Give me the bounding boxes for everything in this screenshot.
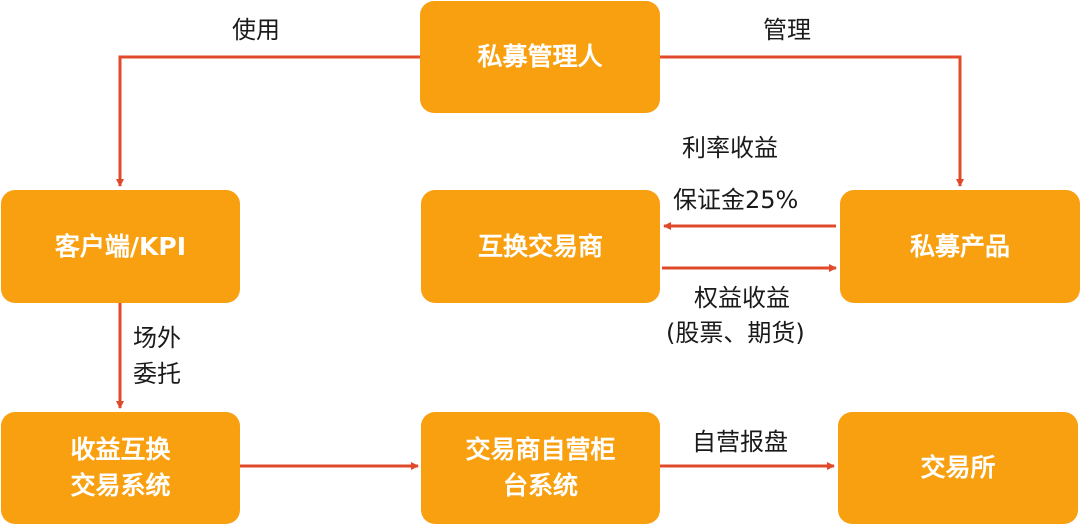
node-label: 私募管理人 <box>477 42 603 71</box>
edge-label-interest-return: 利率收益 <box>682 134 778 162</box>
edge-label-manage: 管理 <box>763 16 811 44</box>
edge-manager-to-product <box>660 55 964 187</box>
edge-label-equity-return: 权益收益 <box>694 284 790 312</box>
node-label-line2: 台系统 <box>502 471 578 500</box>
edge-label-prop-order: 自营报盘 <box>692 428 788 456</box>
edge-label-equity-detail: (股票、期货) <box>666 319 805 347</box>
edge-label-margin: 保证金25% <box>673 186 799 214</box>
node-label: 客户端/KPI <box>54 231 187 261</box>
edge-label-otc-line1: 场外 <box>133 324 181 352</box>
node-label: 私募产品 <box>909 231 1010 261</box>
node-dealer-proprietary-counter-system: 交易商自营柜 台系统 <box>421 412 660 524</box>
node-exchange: 交易所 <box>838 412 1078 524</box>
node-label-line1: 收益互换 <box>70 435 171 464</box>
node-return-swap-trading-system: 收益互换 交易系统 <box>1 412 240 524</box>
node-private-fund-product: 私募产品 <box>840 190 1080 303</box>
edge-label-use: 使用 <box>232 16 280 44</box>
node-private-fund-manager: 私募管理人 <box>420 1 660 113</box>
node-label-line1: 交易商自营柜 <box>465 435 616 464</box>
edge-manager-to-client <box>116 55 420 187</box>
node-client-kpi: 客户端/KPI <box>1 190 240 303</box>
edge-label-otc-line2: 委托 <box>133 360 181 388</box>
node-label-line2: 交易系统 <box>70 471 171 500</box>
node-swap-dealer: 互换交易商 <box>421 190 660 303</box>
node-label: 互换交易商 <box>477 231 603 261</box>
node-label: 交易所 <box>920 453 996 482</box>
